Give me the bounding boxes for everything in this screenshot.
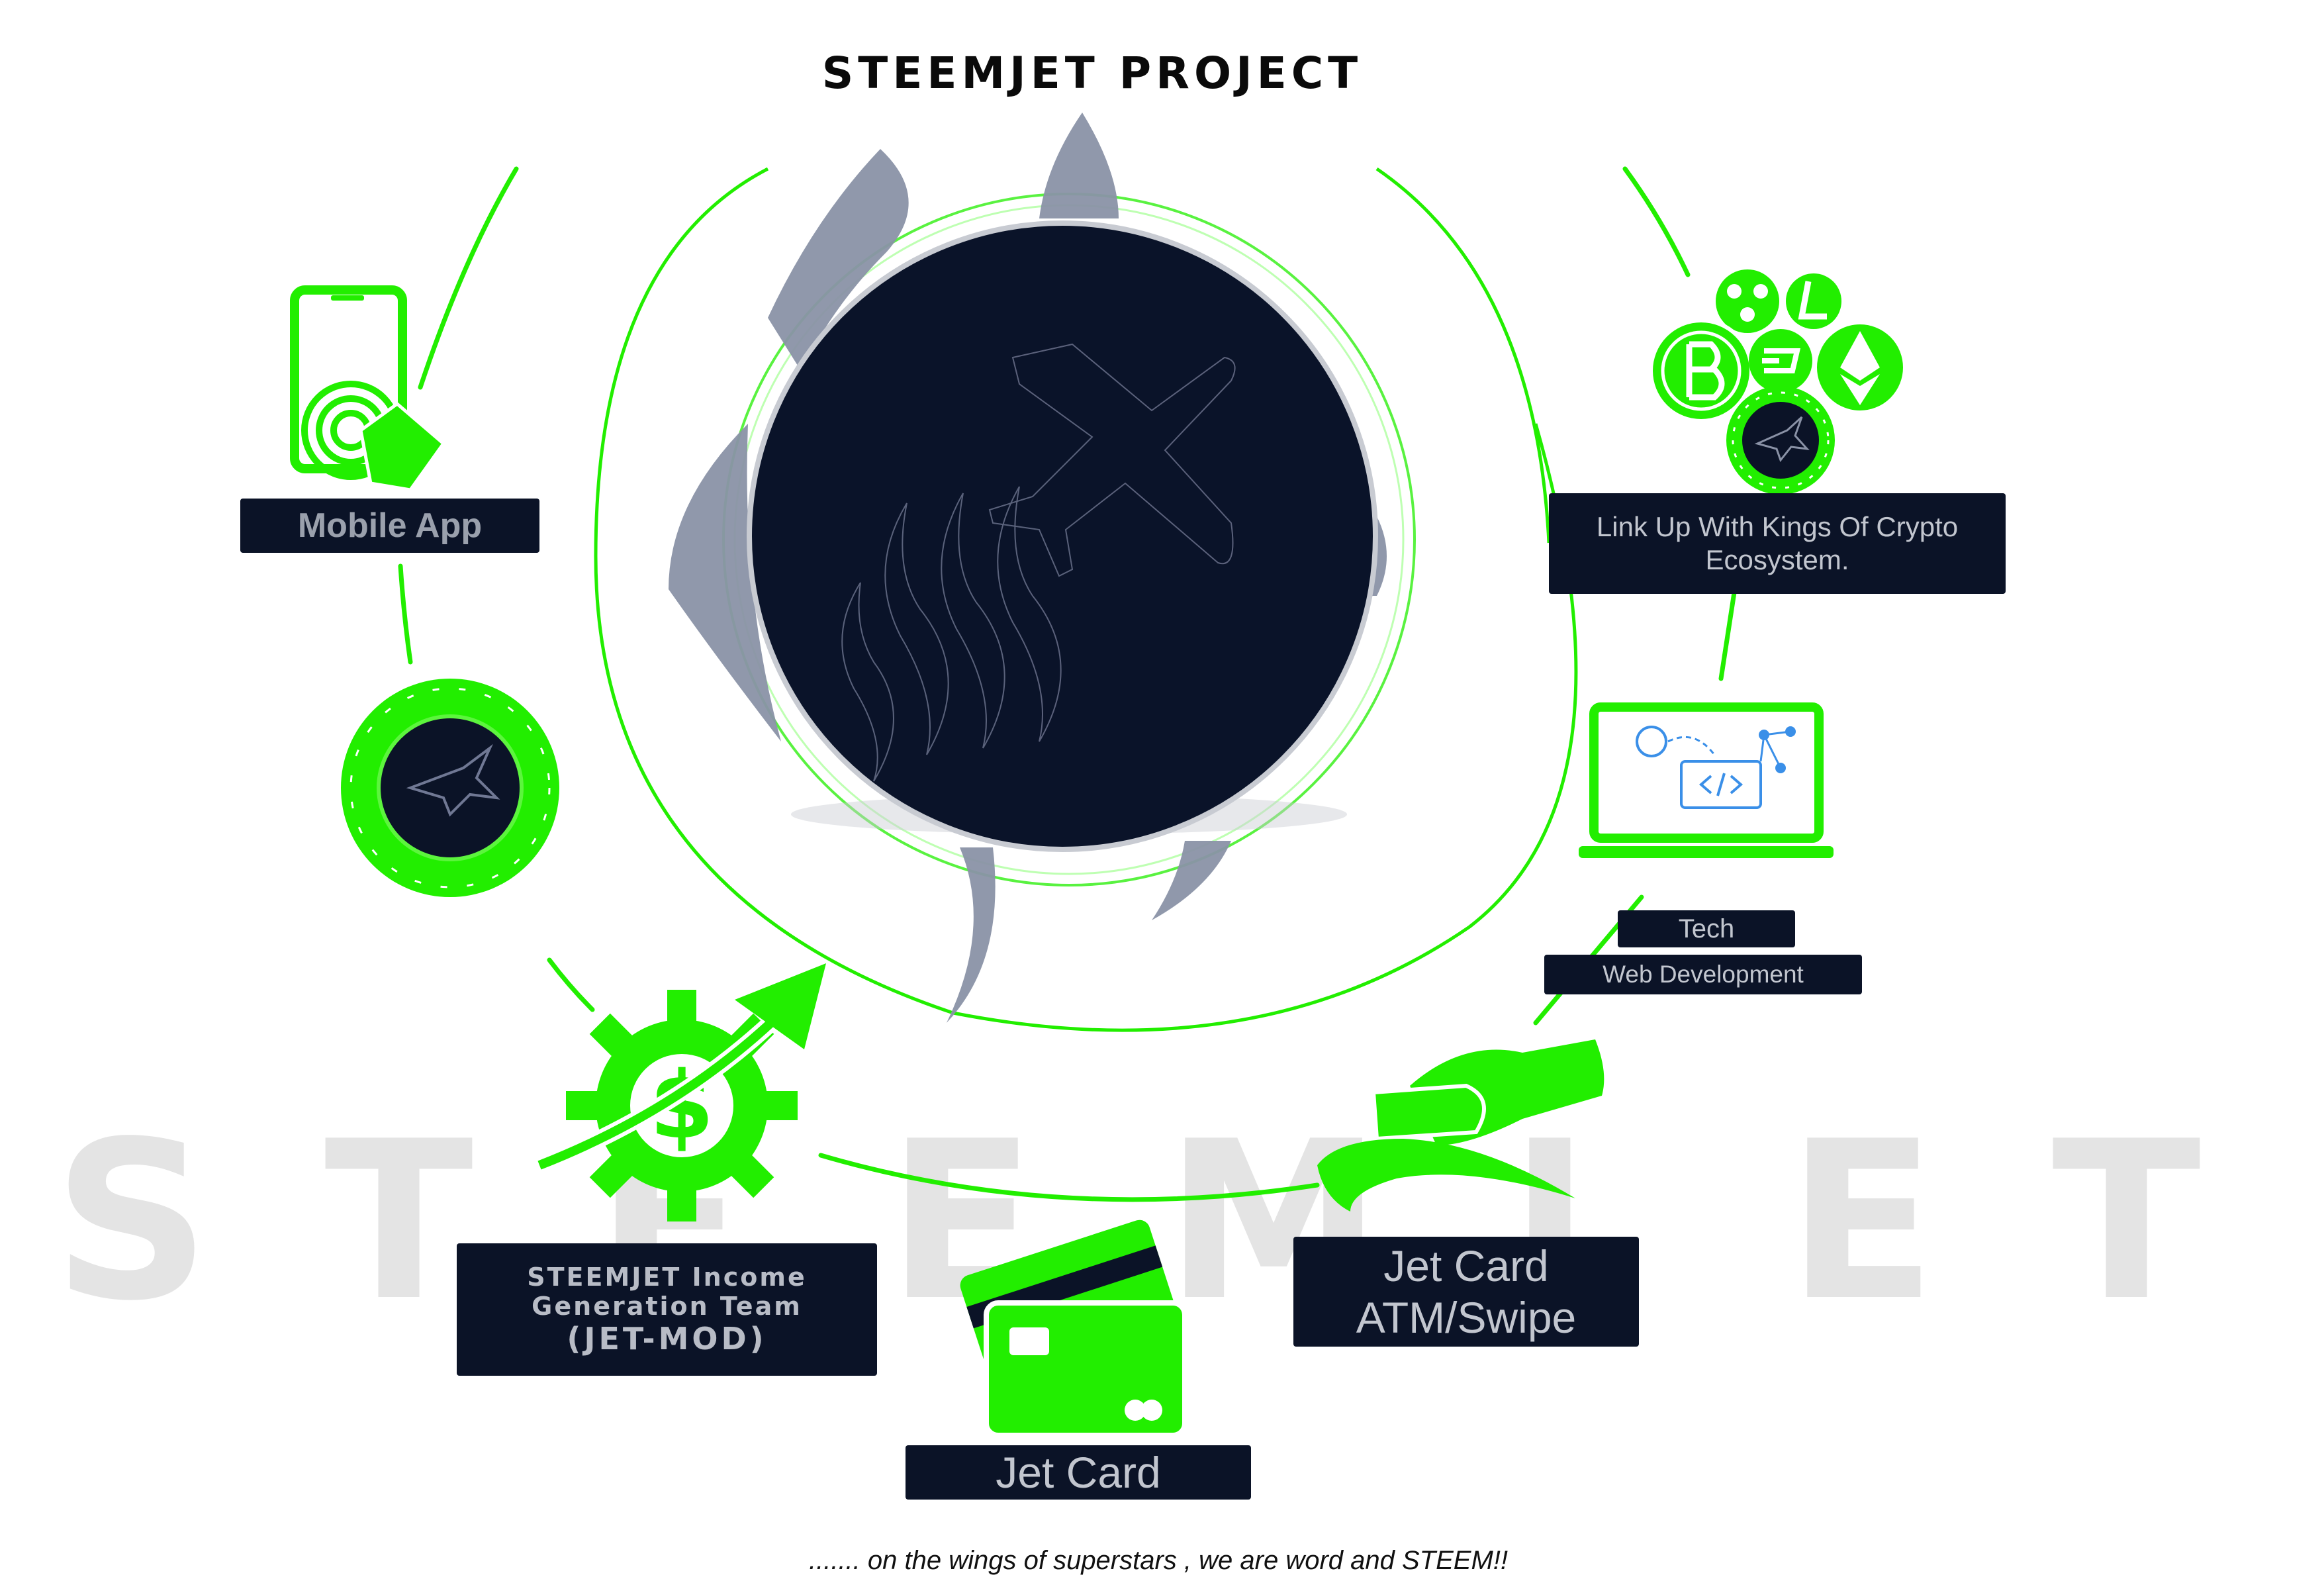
gear-dollar-growth-icon: $ (536, 963, 826, 1221)
wing-shape (768, 149, 909, 371)
orbit-arc (547, 957, 595, 1012)
wing-shape (1152, 841, 1231, 920)
jet-card-atm-line1: Jet Card (1383, 1241, 1549, 1290)
orbit-arc (1718, 590, 1737, 681)
center-disk (747, 220, 1378, 852)
wing-shape (1039, 113, 1119, 218)
laptop-code-icon (1579, 702, 1834, 858)
income-team-line2: Generation Team (532, 1292, 802, 1321)
income-team-label: STEEMJET Income Generation Team (JET-MOD… (457, 1243, 877, 1376)
orbit-arc (398, 563, 413, 665)
page-title: STEEMJET PROJECT (821, 48, 1363, 99)
income-team-line1: STEEMJET Income (527, 1263, 807, 1292)
web-development-label-text: Web Development (1603, 961, 1804, 988)
wing-shape (669, 424, 781, 742)
jet-card-atm-line2: ATM/Swipe (1356, 1293, 1577, 1342)
watermark-letter: E (1787, 1094, 1937, 1349)
hand-card-icon (1317, 1039, 1604, 1212)
dash-icon (1749, 329, 1812, 393)
watermark-letter: S (53, 1094, 210, 1349)
watermark-letter: T (2052, 1094, 2202, 1349)
steemjet-token-icon (341, 679, 559, 897)
mobile-app-label: Mobile App (240, 499, 539, 553)
steemjet-logo-icon (841, 343, 1236, 782)
crypto-label: Link Up With Kings Of Crypto Ecosystem. (1549, 493, 2006, 594)
touch-phone-icon (290, 285, 446, 492)
web-development-label: Web Development (1544, 955, 1862, 994)
ripple-icon (1716, 269, 1779, 333)
crypto-coins-icon (1649, 269, 1907, 495)
jet-card-atm-label: Jet Card ATM/Swipe (1293, 1237, 1639, 1347)
crypto-label-text: Link Up With Kings Of Crypto Ecosystem. (1596, 511, 1959, 575)
jet-card-label: Jet Card (906, 1445, 1251, 1500)
mobile-app-label-text: Mobile App (297, 506, 483, 545)
wing-shape (947, 847, 996, 1023)
middle-ring-arc (1375, 167, 1551, 544)
orbit-arc (1622, 166, 1691, 277)
tech-label-text: Tech (1678, 914, 1735, 943)
orbit-arc (418, 166, 519, 390)
credit-card-icon (960, 1220, 1187, 1438)
litecoin-icon (1786, 273, 1841, 329)
jet-card-label-text: Jet Card (996, 1448, 1161, 1497)
watermark-letter: T (324, 1094, 474, 1349)
tagline: ....... on the wings of superstars , we … (808, 1546, 1508, 1575)
income-team-line3: (JET-MOD) (567, 1321, 767, 1357)
tech-label: Tech (1618, 910, 1795, 947)
orbit-arc (818, 1153, 1320, 1202)
